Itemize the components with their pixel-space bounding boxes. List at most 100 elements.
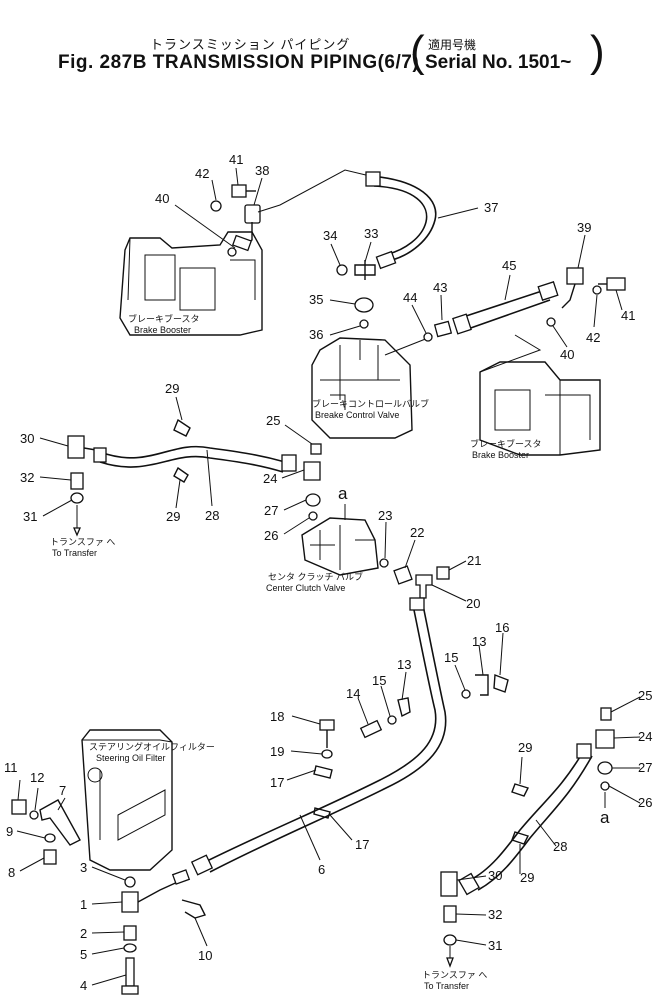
serial-japanese: 適用号機 xyxy=(428,38,477,52)
callout-33: 33 xyxy=(364,226,378,241)
callout-28-upper: 28 xyxy=(205,508,219,523)
brake-booster-right-jp: ブレーキブースタ xyxy=(470,438,542,449)
connection-mark-a-upper: a xyxy=(338,484,348,503)
callout-42-lower: 42 xyxy=(586,330,600,345)
fittings-20-23 xyxy=(379,558,450,599)
callout-3: 3 xyxy=(80,860,87,875)
steering-oil-filter-jp: ステアリングオイルフィルター xyxy=(89,741,215,752)
steering-oil-filter: ステアリングオイルフィルター Steering Oil Filter xyxy=(81,729,215,871)
callout-39: 39 xyxy=(577,220,591,235)
fittings-1-12 xyxy=(11,799,206,995)
callout-35: 35 xyxy=(309,292,323,307)
center-clutch-valve: a センタ クラッチ バルブ Center Clutch Valve xyxy=(266,484,379,593)
callout-24-lower: 24 xyxy=(638,729,652,744)
open-paren-glyph: ( xyxy=(410,27,425,76)
callout-12: 12 xyxy=(30,770,44,785)
callout-2: 2 xyxy=(80,926,87,941)
callout-30-upper: 30 xyxy=(20,431,34,446)
callout-45: 45 xyxy=(502,258,516,273)
callout-26-lower: 26 xyxy=(638,795,652,810)
callout-21: 21 xyxy=(467,553,481,568)
brake-control-valve: ブレーキコントロールバルブ Breake Control Valve xyxy=(311,337,429,439)
callout-labels: 41 42 38 40 37 34 33 35 36 44 43 45 39 4… xyxy=(4,152,652,993)
serial-range: Serial No. 1501~ xyxy=(425,52,572,73)
hose-6 xyxy=(190,597,447,876)
fittings-24-27-upper xyxy=(303,443,322,521)
callout-9: 9 xyxy=(6,824,13,839)
leader-lines xyxy=(16,167,641,986)
callout-31-lower: 31 xyxy=(488,938,502,953)
callout-19: 19 xyxy=(270,744,284,759)
callout-42-upper: 42 xyxy=(195,166,209,181)
center-clutch-valve-jp: センタ クラッチ バルブ xyxy=(268,571,363,582)
callout-16: 16 xyxy=(495,620,509,635)
callout-14: 14 xyxy=(346,686,360,701)
to-transfer-right-jp: トランスファ へ xyxy=(422,970,487,980)
callout-30-lower: 30 xyxy=(488,868,502,883)
close-paren-glyph: ) xyxy=(590,27,605,76)
hose-28-lower: a トランスファ へ To Transfer xyxy=(422,707,615,991)
center-clutch-valve-en: Center Clutch Valve xyxy=(266,583,345,593)
callout-15-left: 15 xyxy=(372,673,386,688)
callout-13-left: 13 xyxy=(397,657,411,672)
callout-29-a: 29 xyxy=(165,381,179,396)
callout-41-upper: 41 xyxy=(229,152,243,167)
callout-29-d: 29 xyxy=(520,870,534,885)
callout-26-upper: 26 xyxy=(264,528,278,543)
callout-17-right: 17 xyxy=(355,837,369,852)
callout-31-upper: 31 xyxy=(23,509,37,524)
callout-17-left: 17 xyxy=(270,775,284,790)
callout-22: 22 xyxy=(410,525,424,540)
callout-25-upper: 25 xyxy=(266,413,280,428)
to-transfer-right-en: To Transfer xyxy=(424,981,469,991)
upper-right-fittings xyxy=(546,267,626,327)
callout-27-upper: 27 xyxy=(264,503,278,518)
callout-29-c: 29 xyxy=(518,740,532,755)
callout-44: 44 xyxy=(403,290,417,305)
brake-control-valve-jp: ブレーキコントロールバルブ xyxy=(312,398,429,409)
callout-37: 37 xyxy=(484,200,498,215)
brake-booster-left-jp: ブレーキブースタ xyxy=(128,313,200,324)
connection-mark-a-lower: a xyxy=(600,808,610,827)
callout-15-right: 15 xyxy=(444,650,458,665)
callout-8: 8 xyxy=(8,865,15,880)
steering-oil-filter-en: Steering Oil Filter xyxy=(96,753,166,763)
callout-10: 10 xyxy=(198,948,212,963)
fittings-33-36 xyxy=(336,260,376,329)
callout-43: 43 xyxy=(433,280,447,295)
brake-booster-right: ブレーキブースタ Brake Booster xyxy=(470,334,601,460)
callout-29-b: 29 xyxy=(166,509,180,524)
callout-41-lower: 41 xyxy=(621,308,635,323)
callout-40-lower: 40 xyxy=(560,347,574,362)
callout-32-lower: 32 xyxy=(488,907,502,922)
callout-40-upper: 40 xyxy=(155,191,169,206)
hose-37 xyxy=(365,171,437,270)
hose-28-upper: トランスファ へ To Transfer xyxy=(50,418,297,558)
callout-38: 38 xyxy=(255,163,269,178)
upper-left-fittings xyxy=(210,169,371,257)
callout-27-lower: 27 xyxy=(638,760,652,775)
callout-11: 11 xyxy=(4,760,18,775)
brake-control-valve-en: Breake Control Valve xyxy=(315,410,399,420)
callout-18: 18 xyxy=(270,709,284,724)
figure-title: Fig. 287B TRANSMISSION PIPING(6/7) xyxy=(58,52,420,73)
callout-4: 4 xyxy=(80,978,87,993)
brake-booster-left-en: Brake Booster xyxy=(134,325,191,335)
title-japanese: トランスミッション パイピング xyxy=(150,37,351,52)
to-transfer-left-en: To Transfer xyxy=(52,548,97,558)
callout-24-upper: 24 xyxy=(263,471,277,486)
brake-booster-right-en: Brake Booster xyxy=(472,450,529,460)
callout-5: 5 xyxy=(80,947,87,962)
callout-7: 7 xyxy=(59,783,66,798)
callout-25-lower: 25 xyxy=(638,688,652,703)
callout-36: 36 xyxy=(309,327,323,342)
fittings-13-18 xyxy=(313,674,509,819)
to-transfer-left-jp: トランスファ へ xyxy=(50,537,115,547)
callout-23: 23 xyxy=(378,508,392,523)
callout-6: 6 xyxy=(318,862,325,877)
callout-20: 20 xyxy=(466,596,480,611)
callout-34: 34 xyxy=(323,228,337,243)
callout-28-lower: 28 xyxy=(553,839,567,854)
